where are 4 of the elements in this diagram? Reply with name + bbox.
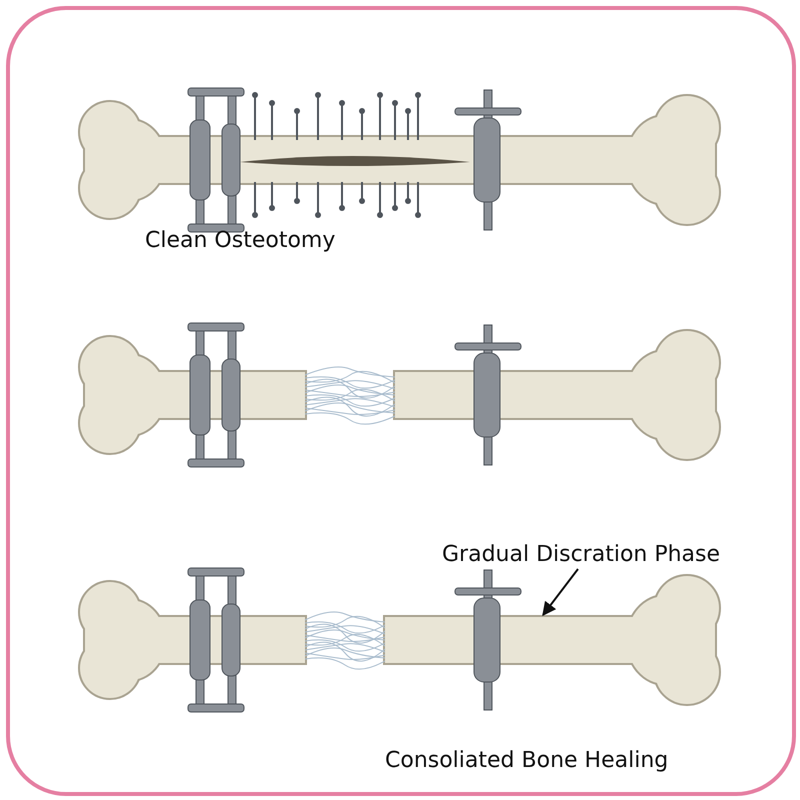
stage-label: Clean Osteotomy (145, 228, 336, 253)
stage-label: Consoliated Bone Healing (385, 748, 668, 773)
phase-label: Gradual Discration Phase (442, 542, 720, 567)
leader-arrow (542, 568, 579, 616)
